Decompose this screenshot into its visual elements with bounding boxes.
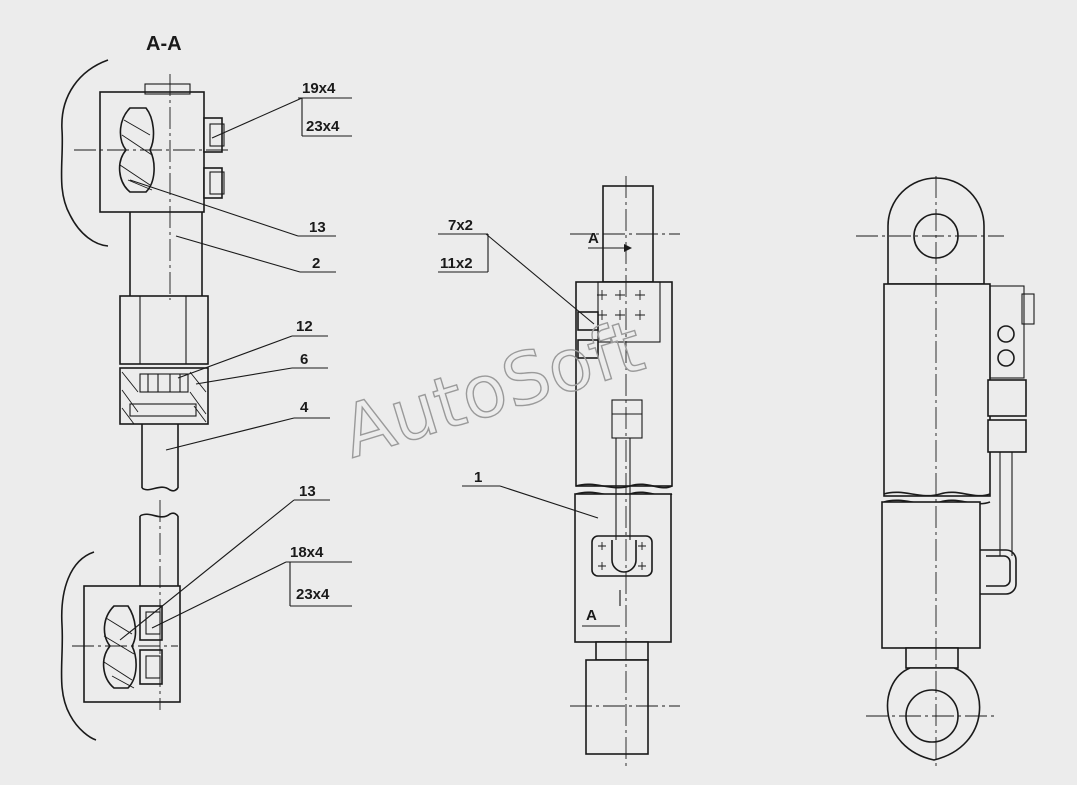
label-18x4: 18x4 [290, 544, 324, 561]
label-23x4-top: 23x4 [306, 118, 340, 135]
side-lower-collar [905, 647, 959, 669]
side-break-top [883, 491, 991, 497]
top-eye [887, 177, 985, 285]
port-flange-screws [598, 542, 646, 570]
label-13-top: 13 [309, 219, 326, 236]
side-fitting-1 [987, 379, 1027, 417]
side-port-1 [997, 325, 1015, 343]
fitting-1 [577, 311, 599, 331]
label-7x2: 7x2 [448, 217, 473, 234]
top-bolt-1-head [209, 123, 225, 147]
label-6: 6 [300, 351, 308, 368]
port-opening [611, 540, 637, 573]
label-1: 1 [474, 469, 482, 486]
top-bolt-1 [203, 117, 223, 153]
side-upper-body [883, 283, 991, 497]
label-12: 12 [296, 318, 313, 335]
side-elbow-fitting [980, 549, 1017, 595]
side-view [856, 176, 1035, 770]
top-cap [144, 83, 191, 95]
valve-block-screws [597, 290, 645, 320]
label-4: 4 [300, 399, 309, 416]
bottom-eye [886, 667, 981, 761]
label-19x4: 19x4 [302, 80, 336, 97]
piston-seal-lower [129, 403, 197, 417]
gland-nut [119, 295, 209, 365]
side-fitting-2 [987, 419, 1027, 453]
bottom-bolt-1-head [145, 611, 161, 635]
side-bolt-head [1021, 293, 1035, 325]
top-bolt-2-head [209, 171, 225, 195]
top-pin-section [118, 107, 155, 193]
bottom-bracket-break [60, 551, 97, 741]
rod-break-bottom [139, 512, 179, 518]
section-mark-top: A [588, 230, 599, 247]
piston-seal-upper [139, 373, 189, 393]
top-bolt-2 [203, 167, 223, 199]
front-view: A A 7x2 11x2 1 [438, 176, 680, 770]
rod-break-top [141, 486, 179, 492]
section-view-a-a: A-A [60, 33, 352, 741]
side-valve-block [989, 285, 1025, 379]
bottom-pin-hatch [103, 617, 135, 689]
label-11x2: 11x2 [440, 255, 473, 272]
top-pin-hatch [119, 119, 153, 191]
label-2: 2 [312, 255, 320, 272]
bottom-bolt-2 [139, 649, 163, 685]
label-13-bottom: 13 [299, 483, 316, 500]
side-lower-body [881, 501, 981, 649]
lower-rod-end [585, 659, 649, 755]
piston-hatch [121, 371, 207, 425]
cylinder-lower-body [574, 493, 672, 643]
label-23x4-bottom: 23x4 [296, 586, 330, 603]
bottom-bolt-1 [139, 605, 163, 641]
section-title: A-A [146, 33, 182, 55]
port-flange [591, 535, 653, 577]
top-bracket-block [99, 91, 205, 213]
lower-collar [595, 641, 649, 661]
fitting-2 [577, 339, 599, 359]
side-port-2 [997, 349, 1015, 367]
top-bracket-break [60, 59, 109, 247]
inner-coupling [611, 399, 643, 439]
section-mark-bottom: A [586, 607, 597, 624]
